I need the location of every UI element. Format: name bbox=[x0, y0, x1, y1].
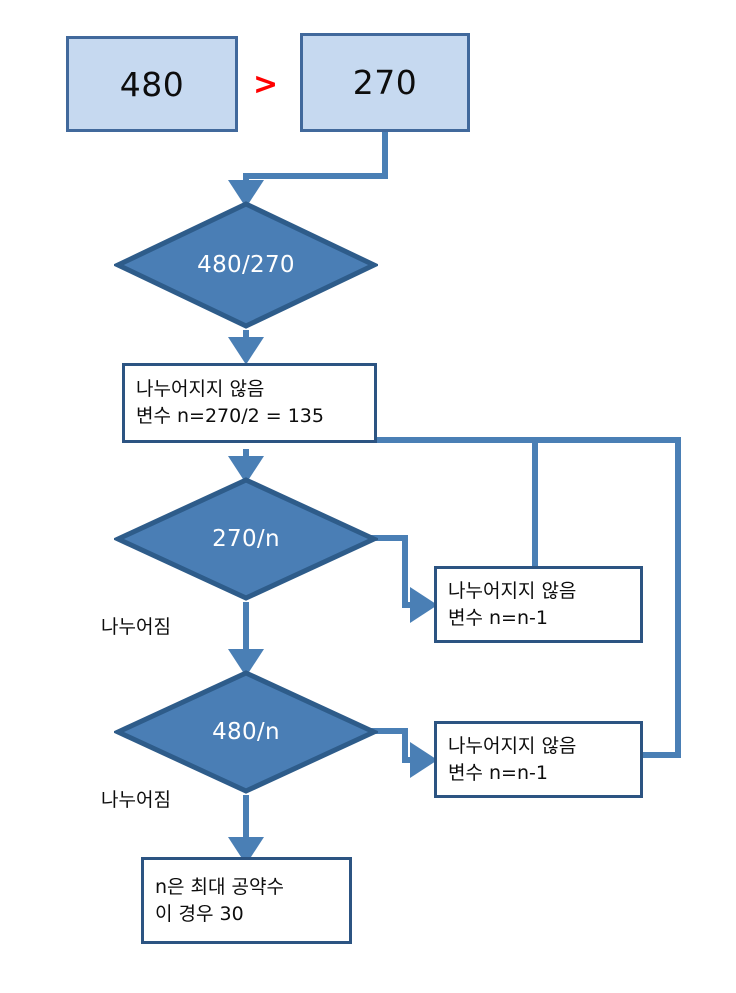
decision-270-over-n[interactable]: 270/n bbox=[114, 476, 378, 602]
process-box-n-equals-135-text: 나누어지지 않음 변수 n=270/2 = 135 bbox=[136, 378, 324, 427]
edge-decision2-to-process2 bbox=[370, 535, 438, 623]
input-box-270[interactable]: 270 bbox=[300, 33, 470, 132]
input-box-480-label: 480 bbox=[119, 64, 185, 104]
input-box-480[interactable]: 480 bbox=[66, 36, 238, 132]
decision-480-over-270[interactable]: 480/270 bbox=[114, 200, 378, 330]
edge-input-to-decision1 bbox=[228, 132, 388, 208]
edge-label-divides-1: 나누어짐 bbox=[101, 616, 171, 638]
decision-270-over-n-label: 270/n bbox=[212, 526, 280, 552]
diamond-shape bbox=[114, 201, 378, 329]
process-box-decrement-n-2-text: 나누어지지 않음 변수 n=n-1 bbox=[448, 734, 577, 784]
comparison-operator: > bbox=[253, 67, 279, 102]
result-box-gcd-text: n은 최대 공약수 이 경우 30 bbox=[155, 875, 285, 925]
edge-label-divides-2: 나누어짐 bbox=[101, 789, 171, 811]
decision-480-over-270-label: 480/270 bbox=[197, 252, 295, 278]
decision-480-over-n[interactable]: 480/n bbox=[114, 669, 378, 795]
diamond-shape bbox=[114, 670, 378, 794]
process-box-decrement-n-2[interactable]: 나누어지지 않음 변수 n=n-1 bbox=[434, 721, 643, 798]
edge-decision3-to-process3 bbox=[370, 728, 438, 778]
input-box-270-label: 270 bbox=[352, 63, 418, 102]
decision-480-over-n-label: 480/n bbox=[212, 719, 280, 745]
process-box-decrement-n-1[interactable]: 나누어지지 않음 변수 n=n-1 bbox=[434, 566, 643, 643]
result-box-gcd[interactable]: n은 최대 공약수 이 경우 30 bbox=[141, 857, 352, 944]
diamond-shape bbox=[114, 477, 378, 601]
process-box-decrement-n-1-text: 나누어지지 않음 변수 n=n-1 bbox=[448, 579, 577, 629]
process-box-n-equals-135[interactable]: 나누어지지 않음 변수 n=270/2 = 135 bbox=[122, 363, 377, 443]
